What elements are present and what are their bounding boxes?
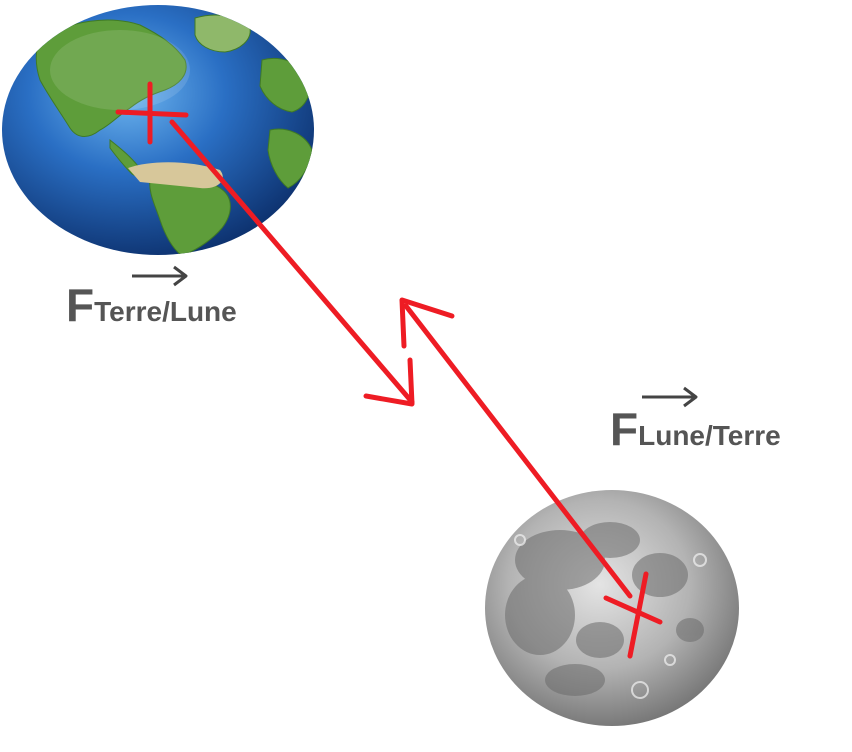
- force-subscript: Lune/Terre: [638, 420, 781, 451]
- force-label-lune-terre: FLune/Terre: [610, 406, 781, 452]
- force-label-terre-lune: FTerre/Lune: [66, 282, 237, 328]
- moon-icon: [485, 490, 739, 726]
- vector-arrow-icon: [642, 386, 698, 408]
- force-symbol: F: [610, 403, 639, 455]
- force-subscript: Terre/Lune: [94, 296, 237, 327]
- vector-arrow-icon: [132, 265, 188, 287]
- force-arrow-lune-terre: [399, 297, 633, 599]
- earth-center-cross-icon: [115, 81, 189, 145]
- force-symbol: F: [66, 279, 95, 331]
- earth-icon: [2, 5, 314, 255]
- force-arrow-terre-lune: [169, 119, 415, 407]
- moon-center-cross-icon: [603, 571, 663, 659]
